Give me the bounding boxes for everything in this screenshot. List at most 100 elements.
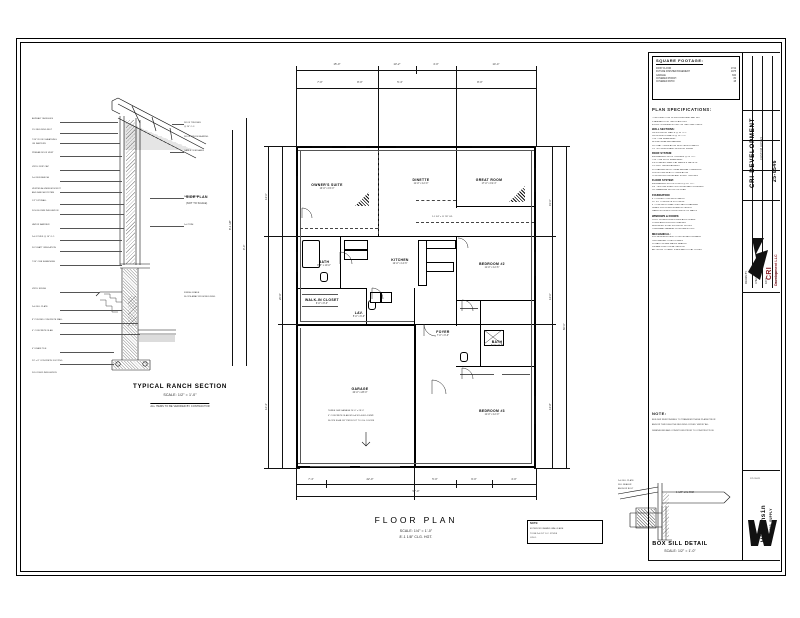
box-sill-annotation-2: ANCHOR BOLT [618,488,634,490]
interior-wall-3 [456,146,458,208]
room-name: FOYER [436,330,450,334]
plan-spec-line: 8" POURED CONCRETE WALLS [652,197,685,200]
floor-plan-scale: SCALE: 1/4" = 1'-0" [399,529,433,533]
logo-cri-development: CRI Development LLC [746,206,780,290]
plan-spec-group-title: ROOF SYSTEM: [652,152,673,156]
section-annotation-left-0: ASPHALT SHINGLES [32,118,54,120]
title-block-job-number: 25-0546 [772,160,778,182]
room-name: BEDROOM #3 [479,409,505,413]
box-sill-insulation-hatch [663,493,669,537]
section-annotation-right-6: FINISH GRADE [184,292,200,294]
section-annotation-left-14: 7/16" OSB SHEATHING [32,261,56,263]
section-annotation-left-6: 2x4 SUB FASCIA [32,177,49,179]
section-annotation-left-24: R-10 RIGID INSULATION [32,372,57,374]
logo-wisconsin-text: Wisconsin [760,505,767,542]
plan-spec-line: INSULATED STEEL EXTERIOR DOORS [652,224,692,227]
garage-note-0: THREE CAR GARAGE 24'-0" x 28'-0" [328,410,365,412]
fixture-tub [302,240,320,268]
sheet-border-inner [20,42,782,572]
note-right-line-2: DIMENSIONS AND CONDITIONS PRIOR TO CONST… [652,429,715,432]
note-right-heading: NOTE: [652,411,667,416]
room-name: OWNER'S SUITE [311,183,343,187]
fixture-toilet-1 [320,272,328,282]
box-sill-concrete-hatch [637,509,655,527]
plan-spec-line: ENGINEERED FLOOR JOISTS @ 16" O.C. [652,183,695,186]
room-size: 13'-6" x 15'-0" [319,187,335,190]
ranch-section-scale: SCALE: 1/2" = 1'-0" [163,393,197,397]
plan-spec-intro-line: - THE DIRECTION IS SPECIFIED AND MAY NOT [652,117,701,120]
garage-note-2: SLOPE SLAB 1/8" PER FOOT TO O.H. DOORS [328,420,375,422]
plan-spec-group-title: FOUNDATION: [652,194,671,198]
interior-wall-9 [366,288,368,324]
floor-plan-clg-note: 8'-1 1/8" CLG. HGT. [399,535,433,539]
plan-spec-line: HOUSE WRAP AIR BARRIER [652,141,682,144]
room-name: WALK-IN CLOSET [305,298,339,302]
plan-spec-line: 15# FELT UNDERLAYMENT [652,165,680,168]
section-annotation-right-5: 1x4 TRIM [184,224,194,226]
plan-spec-line: CONTINUOUS RIDGE AND SOFFIT VENTING [652,174,698,177]
plan-spec-line: ENGINEERED ROOF TRUSSES @ 24" O.C. [652,156,696,159]
square-footage-value: 80 [733,77,736,80]
title-block-client: CRI DEVELOPMENT [750,117,756,188]
room-size: 6'-0" x 8'-0" [315,302,329,305]
section-annotation-left-20: 4" CONCRETE SLAB [32,330,53,332]
dim-bottom-4: 4'-0" [511,478,517,481]
section-annotation-right-4: RAKE BOARD [184,196,199,198]
plan-spec-line: 95% HIGH EFFICIENCY FORCED AIR FURNACE [652,236,701,239]
section-annotation-left-10: R-50 BLOWN INSULATION [32,210,59,212]
square-footage-value: 1742 [730,68,736,70]
logo-wisconsin-subtext: BUILDING SUPPLY [770,508,774,542]
plan-spec-line: ALL WORK TO MEET STATE AND LOCAL CODES [652,248,702,251]
fixture-vanity-1 [344,240,368,250]
dim-top2-1: 8'-0" [357,81,363,84]
note-center-heading: NOTE: [530,521,539,525]
plan-spec-group-title: FLOOR SYSTEM: [652,179,674,183]
dim-top-1: 13'-2" [393,63,401,66]
section-annotation-right-2: ROOF TRUSS BEARING [184,136,209,138]
side-plan-note: (NOT TO SCALE) [186,202,208,205]
plan-spec-line: LVL BEAMS AS NOTED ON PLAN [652,189,686,192]
exterior-wall-east [534,146,536,468]
dim-bottom-2: 5'-0" [432,478,438,481]
box-sill-title: BOX SILL DETAIL [652,541,708,547]
floor-plan-title: FLOOR PLAN [374,515,458,525]
plan-spec-line: 7/16" OSB ROOF SHEATHING [652,159,683,162]
room-name: GREAT ROOM [475,178,503,182]
fixture-vanity-2 [344,250,368,260]
box-sill-annotation-0: 2x6 SILL PLATE [618,480,634,482]
box-sill-callout: 1 1/8" LVL RIM [676,491,694,494]
logo-wisconsin-building-supply: Wisconsin BUILDING SUPPLY 125 91021 [744,476,780,560]
plan-spec-group-title: MECHANICAL: [652,232,671,236]
ranch-section-note: ALL ITEMS TO BE VERIFIED BY CONTRACTOR [150,403,210,408]
plan-spec-line: R-21 BATT INSULATION IN EXTERIOR WALLS [652,144,699,147]
section-annotation-left-19: 8" POURED CONCRETE WALL [32,319,63,321]
section-annotation-left-16: VINYL SIDING [32,288,47,290]
plan-spec-line: 3/4" T&G OSB SUBFLOOR GLUED AND SCREWED [652,186,704,189]
ranch-section-title: TYPICAL RANCH SECTION [133,383,227,390]
slab-gravel-stipple [139,335,175,342]
interior-wall-5 [456,236,458,326]
room-size: 11'-0" x 12'-0" [413,182,429,185]
appliance-washer [370,292,381,303]
room-size: 11'-0" x 12'-0" [484,413,500,416]
plan-spec-line: DRAIN TILE INTERIOR AND EXTERIOR [652,207,692,210]
section-annotation-right-7: SLOPE AWAY FROM BUILDING [184,296,216,298]
section-annotation-left-7: VENTED ALUMINUM SOFFIT [32,188,61,190]
square-footage-label: GARAGE [656,74,666,77]
section-annotation-left-8: AND FASCIA SYSTEM [32,192,55,194]
plan-spec-line: 2x4 INTERIOR WALLS @ 16" O.C. [652,135,687,138]
dim-top2-3: 8'-0" [477,81,483,84]
plan-spec-line: VINYL DOUBLE HUNG INSULATED GLASS [652,218,696,221]
plan-spec-group-title: WINDOWS & DOORS: [652,214,680,218]
section-annotation-right-1: @ 24" O.C. [184,126,196,128]
